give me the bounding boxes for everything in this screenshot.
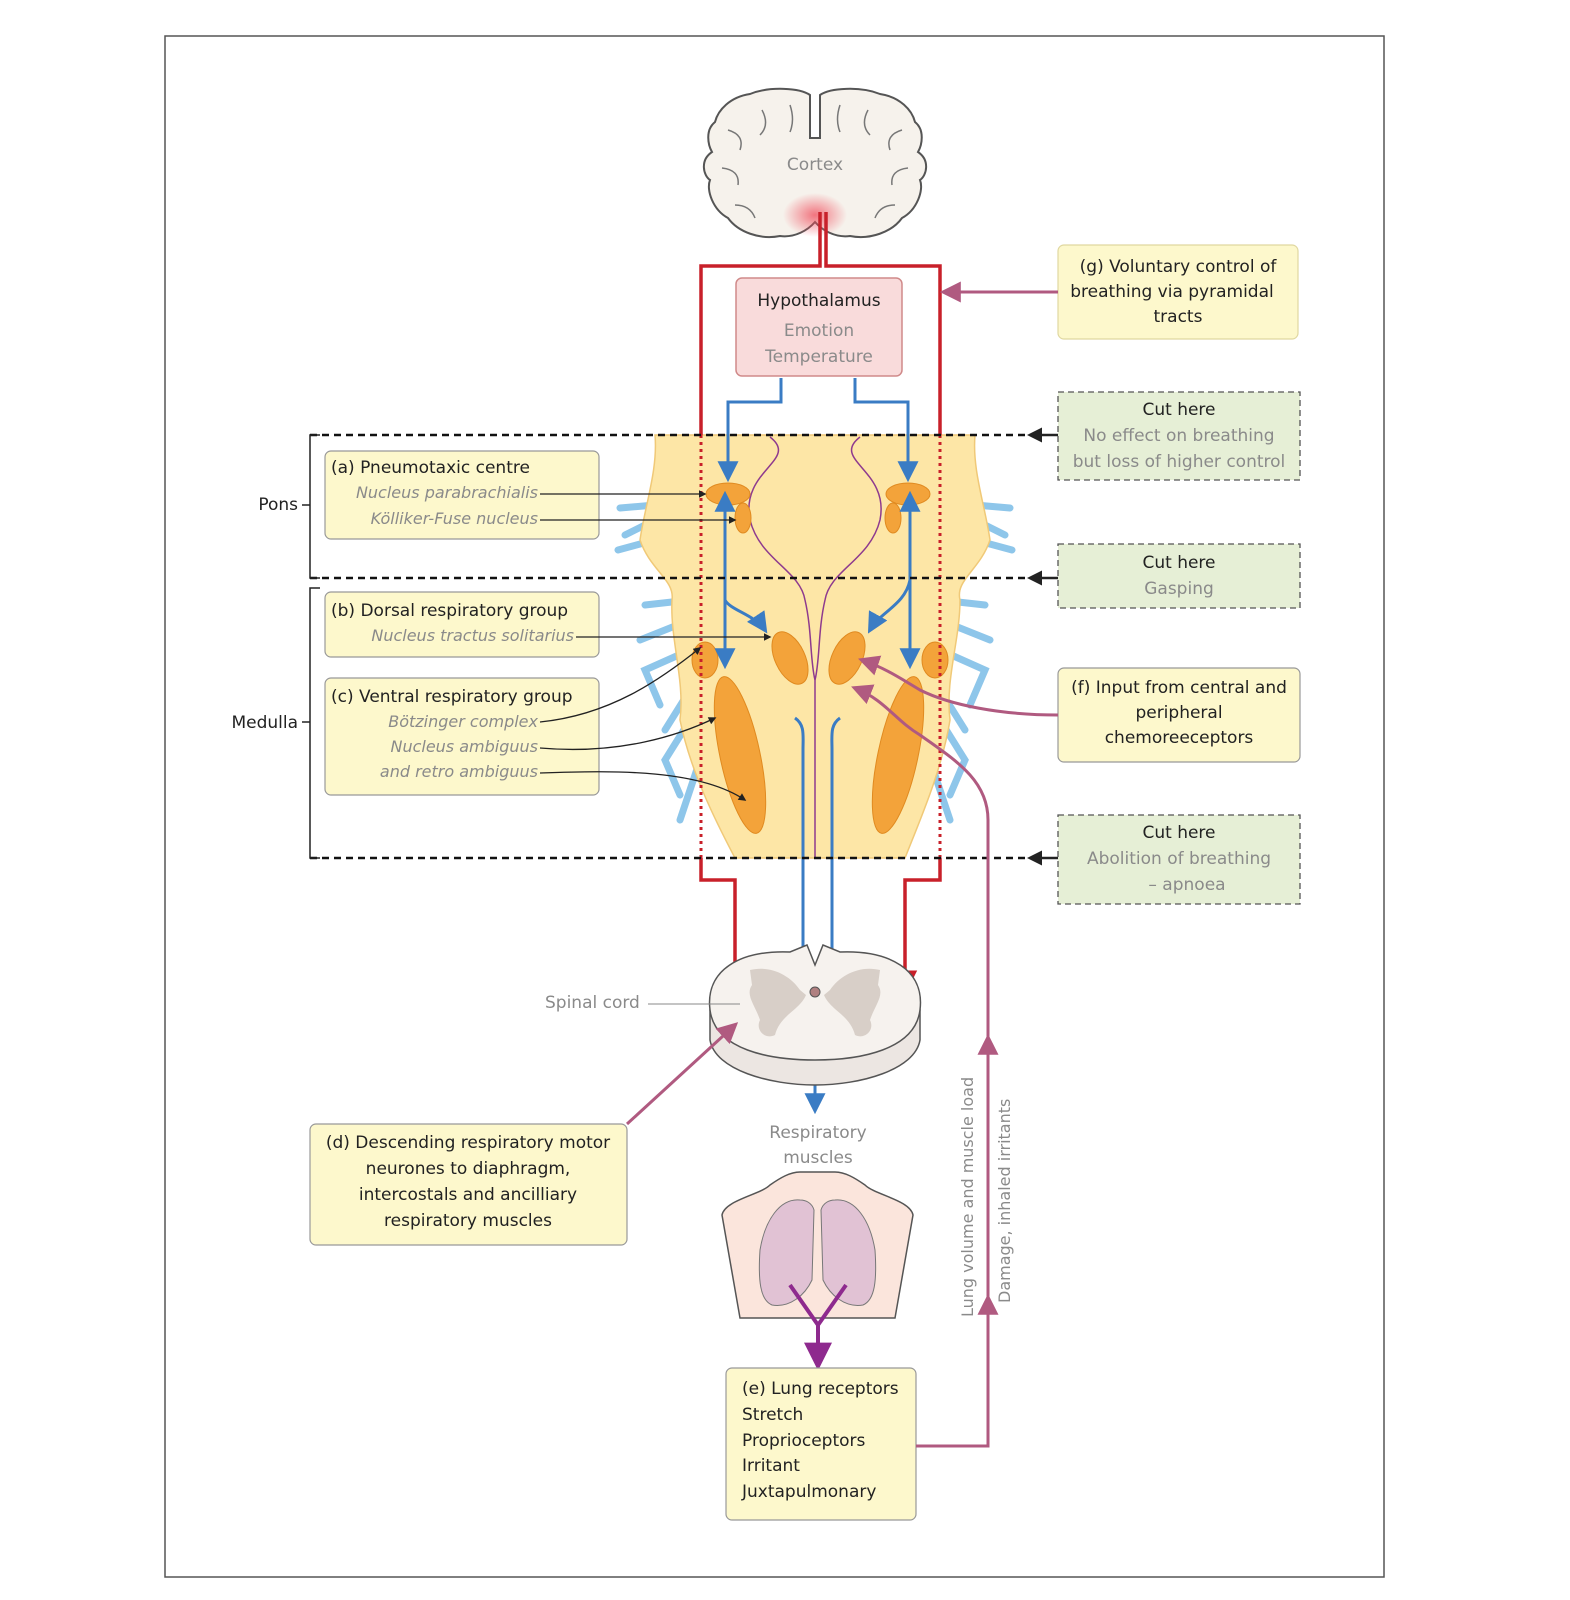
blue-upward-arrows: [714, 490, 921, 520]
box-c-item-2: Nucleus ambiguus: [390, 737, 538, 756]
spinal-cord-section: [708, 944, 922, 1086]
box-d-line-1: (d) Descending respiratory motor: [326, 1133, 610, 1153]
box-f-line-3: chemoreeceptors: [1105, 728, 1254, 748]
pointer-arrows: [539, 490, 772, 801]
box-d-line-4: respiratory muscles: [384, 1211, 552, 1231]
box-a-item-1: Nucleus parabrachialis: [356, 483, 538, 502]
pons-label: Pons: [258, 495, 298, 515]
box-d-line-2: neurones to diaphragm,: [366, 1159, 571, 1179]
lung-volume-label: Lung volume and muscle load: [958, 1077, 977, 1317]
cut-arrows: [1027, 427, 1060, 866]
box-g-line-3: tracts: [1154, 307, 1203, 327]
ventral-respiratory-group-box: [324, 677, 600, 796]
region-brackets: [302, 434, 320, 859]
box-e-item-3: Irritant: [742, 1456, 800, 1476]
cut-here-box-2: [1057, 543, 1301, 609]
box-d-line-3: intercostals and ancilliary: [359, 1185, 577, 1205]
box-e-item-2: Proprioceptors: [742, 1431, 866, 1451]
cut3-title: Cut here: [1142, 823, 1215, 843]
cut2-line-1: Gasping: [1144, 579, 1214, 599]
cut3-line-1: Abolition of breathing: [1087, 849, 1271, 869]
cut-here-box-1: [1057, 391, 1301, 481]
cut1-title: Cut here: [1142, 400, 1215, 420]
spinal-cord-label: Spinal cord: [545, 993, 640, 1013]
lung-feedback-pathway: [851, 684, 999, 1448]
chemoreceptor-arrow: [858, 655, 1059, 717]
box-c-item-3: and retro ambiguus: [380, 762, 538, 781]
box-a-title: (a) Pneumotaxic centre: [331, 458, 530, 478]
box-f-line-1: (f) Input from central and: [1071, 678, 1287, 698]
hypothalamus-line-2: Temperature: [764, 347, 873, 367]
resp-muscles-line-2: muscles: [783, 1148, 853, 1168]
box-g-line-2: breathing via pyramidal: [1070, 282, 1274, 302]
pyramidal-tracts: [699, 212, 942, 995]
hypothalamus-title: Hypothalamus: [757, 291, 880, 311]
box-e-item-4: Juxtapulmonary: [741, 1482, 876, 1502]
pneumotaxic-centre-box: [324, 450, 600, 540]
cut1-line-2: but loss of higher control: [1073, 452, 1286, 472]
resp-muscles-line-1: Respiratory: [769, 1123, 866, 1143]
motor-neurone-arrow: [625, 1022, 739, 1126]
cut-here-box-3: [1057, 814, 1301, 905]
box-g-line-1: (g) Voluntary control of: [1080, 257, 1278, 277]
torso-lungs: [721, 1171, 914, 1319]
cortex-brain: [702, 87, 928, 238]
hypothalamus-line-1: Emotion: [784, 321, 854, 341]
figure-frame: [164, 35, 1385, 1578]
box-f-line-2: peripheral: [1135, 703, 1222, 723]
box-b-item-1: Nucleus tractus solitarius: [371, 626, 574, 645]
damage-label: Damage, inhaled irritants: [995, 1099, 1014, 1303]
box-a-item-2: Kölliker-Fuse nucleus: [371, 509, 538, 528]
cut3-line-2: – apnoea: [1148, 875, 1225, 895]
hypothalamus-box: [735, 277, 903, 377]
blue-pathways: [714, 378, 921, 1115]
cortex-label: Cortex: [787, 155, 843, 175]
box-e-item-1: Stretch: [742, 1405, 803, 1425]
descending-motor-neurones-box: [309, 1123, 628, 1246]
cut1-line-1: No effect on breathing: [1083, 426, 1274, 446]
medulla-label: Medulla: [231, 713, 298, 733]
dorsal-respiratory-group-box: [324, 591, 600, 658]
cut-lines: [310, 433, 1035, 860]
bronchi: [788, 1283, 848, 1365]
box-b-title: (b) Dorsal respiratory group: [331, 601, 568, 621]
cut2-title: Cut here: [1142, 553, 1215, 573]
box-e-title: (e) Lung receptors: [742, 1379, 899, 1399]
lung-receptors-box: [725, 1367, 917, 1521]
box-c-item-1: Bötzinger complex: [388, 712, 538, 731]
box-c-title: (c) Ventral respiratory group: [331, 687, 573, 707]
brainstem: [614, 434, 1016, 859]
